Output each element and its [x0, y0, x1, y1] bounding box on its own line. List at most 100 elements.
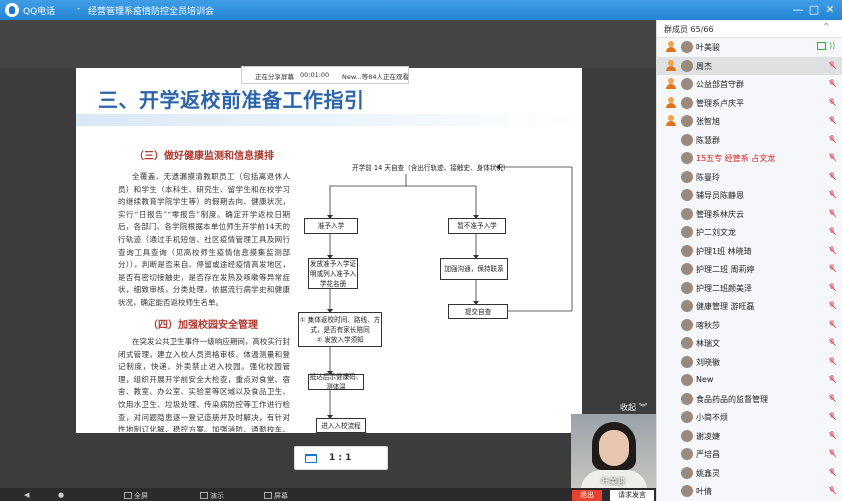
close-button[interactable]: ✕ [825, 3, 835, 16]
member-row[interactable]: 周杰 [657, 56, 842, 75]
maximize-button[interactable]: □ [808, 3, 820, 16]
mic-muted-icon[interactable] [829, 116, 835, 125]
mic-muted-icon[interactable] [829, 60, 835, 70]
member-row[interactable]: 陈曼玲 [657, 168, 842, 187]
avatar [681, 133, 693, 146]
member-row[interactable]: 管理系林庆云 [657, 205, 842, 224]
flow-not-admit: 暂不准予入学 [448, 218, 506, 234]
request-speak-button[interactable]: 请求发言 [610, 490, 654, 501]
member-row[interactable]: 护二刘文龙 [657, 223, 842, 242]
title-band [76, 114, 582, 126]
member-row[interactable]: 护理1班 林晓琦 [657, 242, 842, 261]
member-row[interactable]: 护理二班颜美泽 [657, 279, 842, 298]
qq-logo-icon [5, 3, 19, 17]
screen-icon[interactable] [305, 454, 317, 463]
member-name: 张智旭 [696, 117, 720, 126]
mute-icon[interactable]: ● [58, 491, 65, 499]
slide-title: 三、开学返校前准备工作指引 [98, 88, 365, 112]
member-row[interactable]: 辅导员陈静恩 [657, 186, 842, 205]
zoom-control[interactable]: 1 : 1 [294, 446, 388, 470]
member-name: 刘晓徽 [696, 357, 720, 367]
member-person-icon [665, 78, 677, 90]
share-status-label: 正在分享屏幕 [255, 73, 294, 81]
member-row[interactable]: 陈慧群 [657, 131, 842, 150]
member-row[interactable]: 食品药品的监督管理 [657, 390, 842, 409]
member-name: 谢凌婕 [696, 431, 720, 441]
mic-muted-icon[interactable] [829, 412, 835, 421]
present-icon [200, 492, 208, 499]
mic-muted-icon[interactable] [829, 301, 835, 310]
flow-top-text: 开学前 14 天自查（含出行轨迹、接触史、身体状况） [352, 164, 510, 172]
mic-muted-icon[interactable] [829, 393, 835, 403]
member-row[interactable]: New [657, 371, 842, 390]
mic-muted-icon[interactable] [829, 356, 835, 366]
avatar [681, 170, 693, 183]
title-bar: QQ电话 - 经营管理系疫情防控全员培训会 — □ ✕ [0, 0, 842, 20]
toolbar-item-present[interactable]: 演示 [200, 491, 224, 500]
title-separator: - [77, 4, 81, 14]
avatar [681, 207, 693, 220]
mic-muted-icon[interactable] [829, 153, 835, 162]
mic-muted-icon[interactable] [829, 227, 835, 236]
mic-muted-icon[interactable] [829, 264, 835, 273]
mic-muted-icon[interactable] [829, 134, 835, 144]
speaker-icon[interactable]: ◀ [24, 491, 30, 499]
member-row[interactable]: 公益部首守群 [657, 75, 842, 94]
member-row[interactable]: 健康管理 游旺磊 [657, 297, 842, 316]
member-row[interactable]: 叶美骏)) [657, 38, 842, 57]
mic-muted-icon[interactable] [829, 97, 835, 107]
member-count: 群成员 65/66 [664, 25, 714, 34]
member-row[interactable]: 张智旭 [657, 112, 842, 131]
member-row[interactable]: 叶倩 [657, 482, 842, 501]
mic-muted-icon[interactable] [829, 171, 835, 181]
mic-muted-icon[interactable] [829, 430, 835, 440]
mic-muted-icon[interactable] [829, 79, 835, 88]
member-row[interactable]: 管理系卢庆平 [657, 94, 842, 113]
member-row[interactable]: 小简不烦 [657, 408, 842, 427]
mic-muted-icon[interactable] [829, 486, 835, 495]
avatar [681, 355, 693, 368]
mic-muted-icon[interactable] [829, 245, 835, 255]
flowchart-connectors [327, 164, 573, 419]
webcam-shirt [581, 470, 647, 488]
member-name: 陈曼玲 [696, 172, 720, 182]
member-row[interactable]: 喀秋莎 [657, 316, 842, 335]
member-row[interactable]: 护理二班 周莉婷 [657, 260, 842, 279]
webcam-name: 叶美骏 [601, 477, 625, 486]
mic-muted-icon[interactable] [829, 319, 835, 329]
toolbar-item-fullscreen[interactable]: 全屏 [124, 491, 148, 500]
pin-icon[interactable]: ⌃ [822, 22, 831, 33]
webcam-face [599, 430, 629, 466]
member-row[interactable]: 姚鑫灵 [657, 464, 842, 483]
mic-muted-icon[interactable] [829, 375, 835, 384]
collapse-button[interactable]: 收起︾ [620, 402, 647, 413]
member-row[interactable]: 林瑞文 [657, 334, 842, 353]
course-title: 经营管理系疫情防控全员培训会 [88, 7, 215, 17]
mic-muted-icon[interactable] [829, 338, 835, 347]
member-row[interactable]: 谢凌婕 [657, 427, 842, 446]
member-row[interactable]: 15五专 经管系 占文龙 [657, 149, 842, 168]
flow-issue-proof: 发放准予入学证明或列入准予入学花名册 [308, 258, 358, 289]
exit-button[interactable]: 退出 [572, 490, 602, 501]
mic-muted-icon[interactable] [829, 282, 835, 292]
avatar [681, 226, 693, 238]
member-name: 姚鑫灵 [696, 468, 720, 478]
speaking-icon: )) [829, 41, 836, 50]
member-name: 护理二班 周莉婷 [696, 265, 755, 274]
mic-muted-icon[interactable] [829, 449, 835, 458]
avatar [681, 263, 693, 275]
mic-muted-icon[interactable] [829, 467, 835, 477]
mic-muted-icon[interactable] [829, 190, 835, 199]
viewer-count: New...等84人正在观看 [342, 73, 410, 81]
minimize-button[interactable]: — [792, 3, 804, 16]
member-name: 15五专 经管系 占文龙 [696, 154, 776, 163]
member-row[interactable]: 刘晓徽 [657, 353, 842, 372]
mic-muted-icon[interactable] [829, 208, 835, 218]
member-row[interactable]: 严培昌 [657, 445, 842, 464]
webcam-preview[interactable]: 叶美骏 [571, 414, 656, 488]
avatar [681, 300, 693, 312]
avatar [681, 115, 693, 127]
toolbar-item-screen[interactable]: 屏幕 [264, 491, 288, 500]
section1-paragraph: 全覆盖、无遗漏摸清教职员工（包括离退休人员）和学生（本科生、研究生、留学生和在校… [118, 172, 290, 307]
avatar [681, 189, 693, 201]
